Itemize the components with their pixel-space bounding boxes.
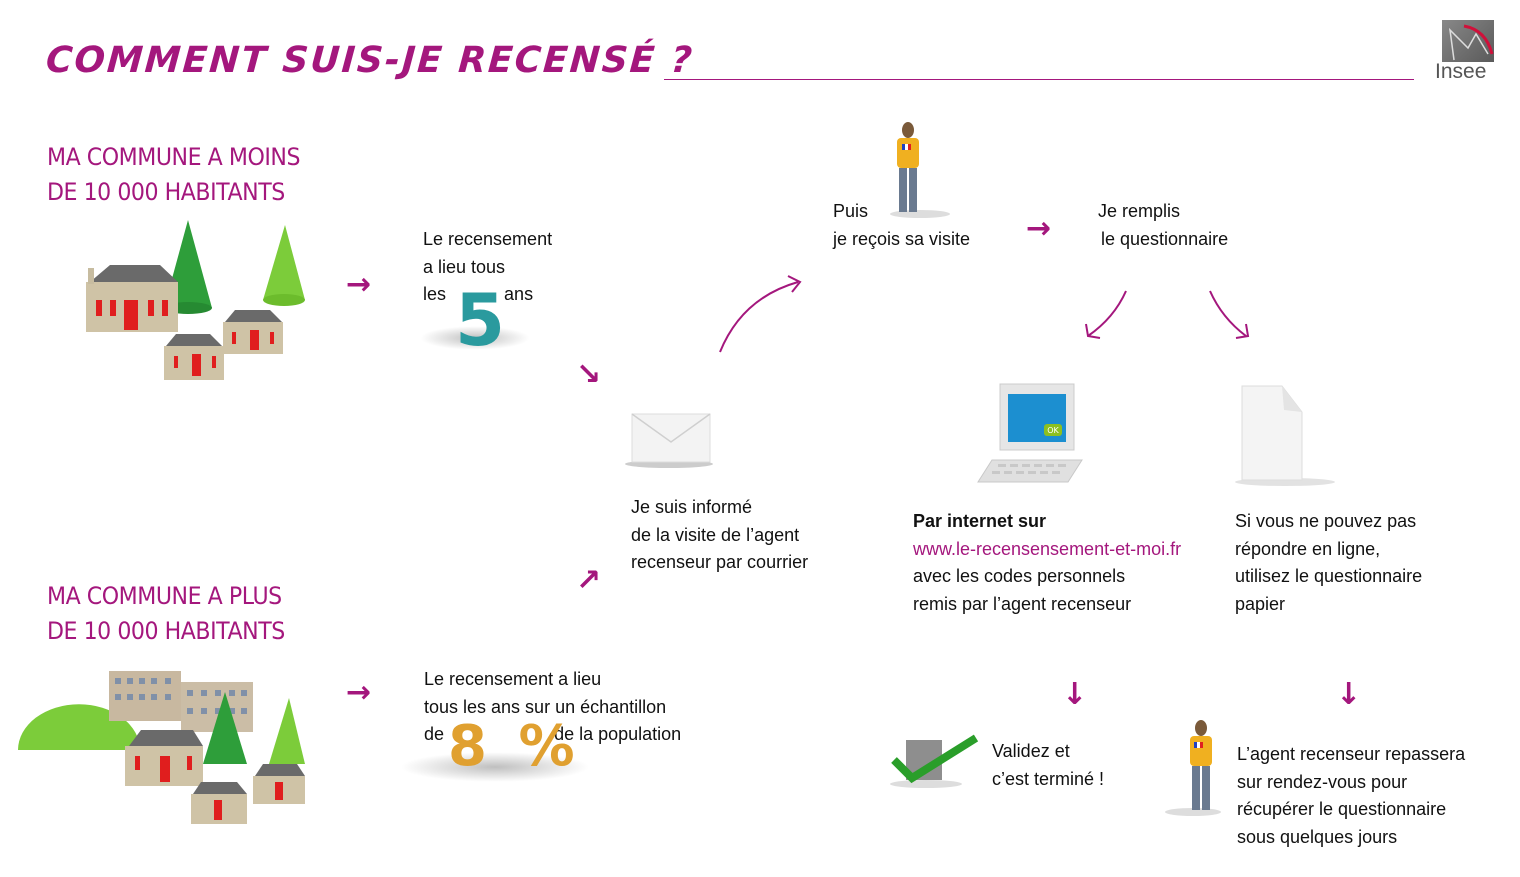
census-agent-return-icon [1165, 718, 1235, 818]
envelope-icon [622, 408, 716, 468]
checkmark-icon [886, 732, 982, 790]
visit-step-line2: je reçois sa visite [833, 228, 971, 249]
small-commune-heading-line2: DE 10 000 HABITANTS [47, 178, 285, 206]
paper-result-text: L’agent recenseur repassera sur rendez-v… [1237, 741, 1465, 851]
paper-option-line4: papier [1235, 593, 1286, 614]
internet-option-line4: remis par l’agent recenseur [913, 593, 1132, 614]
internet-result-line1: Validez et [992, 741, 1070, 761]
large-commune-heading: MA COMMUNE A PLUS DE 10 000 HABITANTS [47, 579, 285, 649]
small-commune-desc-line3: les ans [423, 281, 552, 309]
large-commune-heading-line2: DE 10 000 HABITANTS [47, 617, 285, 645]
arrow-right-small-commune: → [346, 267, 372, 302]
eight-percent-number: 8 % [448, 714, 581, 779]
letter-step-line1: Je suis informé [631, 497, 753, 517]
curved-arrow-to-internet [1080, 288, 1140, 343]
insee-logo-mark-icon [1442, 20, 1494, 62]
paper-option-line2: répondre en ligne, [1235, 538, 1381, 559]
arrow-down-internet: ↓ [1062, 677, 1088, 712]
small-commune-heading-line1: MA COMMUNE A MOINS [47, 143, 301, 171]
internet-option-line3: avec les codes personnels [913, 566, 1126, 586]
title-divider [664, 79, 1414, 80]
insee-logo: Insee [1432, 20, 1498, 84]
internet-option-text: Par internet sur www.le-recensensement-e… [913, 508, 1181, 618]
fill-step-line2: le questionnaire [1101, 228, 1229, 249]
small-commune-description: Le recensement a lieu tous les ans [423, 226, 552, 309]
five-years-number: 5 [455, 278, 506, 362]
insee-logo-text: Insee [1435, 60, 1487, 83]
internet-result-line2: c’est terminé ! [992, 768, 1105, 789]
percent-shadow [400, 752, 590, 782]
paper-option-text: Si vous ne pouvez pas répondre en ligne,… [1235, 508, 1422, 618]
letter-step-text: Je suis informé de la visite de l’agent … [631, 494, 808, 577]
paper-option-line3: utilisez le questionnaire [1235, 566, 1423, 586]
curved-arrow-to-visit [712, 270, 812, 360]
letter-step-line2: de la visite de l’agent [631, 524, 800, 545]
large-commune-desc-post: de la population [554, 724, 682, 744]
town-with-buildings-icon [15, 668, 310, 828]
large-commune-desc-pre: de [424, 724, 445, 744]
small-commune-desc-line2: a lieu tous [423, 256, 506, 277]
census-agent-icon [880, 120, 950, 220]
arrow-right-large-commune: → [346, 675, 372, 710]
letter-step-line3: recenseur par courrier [631, 552, 809, 572]
paper-result-line2: sur rendez-vous pour [1237, 771, 1408, 792]
number-shadow [420, 326, 530, 350]
paper-option-line1: Si vous ne pouvez pas [1235, 511, 1417, 531]
paper-result-line1: L’agent recenseur repassera [1237, 744, 1466, 764]
small-commune-heading: MA COMMUNE A MOINS DE 10 000 HABITANTS [47, 140, 301, 210]
large-commune-description: Le recensement a lieu tous les ans sur u… [424, 666, 681, 749]
paper-document-icon [1230, 382, 1340, 488]
paper-result-line4: sous quelques jours [1237, 826, 1398, 847]
census-website-link[interactable]: www.le-recensensement-et-moi.fr [913, 538, 1182, 559]
internet-result-text: Validez et c’est terminé ! [992, 738, 1104, 793]
small-commune-desc-post: ans [504, 284, 534, 304]
small-commune-desc-line1: Le recensement [423, 229, 553, 249]
computer-icon: OK [972, 380, 1092, 490]
fill-step-text: Je remplis le questionnaire [1098, 198, 1228, 253]
arrow-right-to-fill: → [1026, 211, 1052, 246]
small-commune-desc-pre: les [423, 284, 447, 304]
paper-result-line3: récupérer le questionnaire [1237, 799, 1447, 819]
internet-option-title: Par internet sur [913, 511, 1047, 531]
arrow-down-paper: ↓ [1336, 677, 1362, 712]
visit-step-line1: Puis [833, 201, 869, 221]
houses-and-trees-icon [80, 220, 310, 385]
curved-arrow-to-paper [1200, 288, 1260, 343]
svg-text:OK: OK [1047, 426, 1059, 435]
visit-step-text: Puis je reçois sa visite [833, 198, 970, 253]
large-commune-heading-line1: MA COMMUNE A PLUS [47, 582, 282, 610]
arrow-down-right: ↘ [576, 357, 602, 392]
large-commune-desc-line2: tous les ans sur un échantillon [424, 696, 667, 717]
large-commune-desc-line1: Le recensement a lieu [424, 669, 602, 689]
arrow-up-right: ↗ [576, 563, 602, 598]
large-commune-desc-line3: de de la population [424, 721, 681, 749]
fill-step-line1: Je remplis [1098, 201, 1181, 221]
page-title: COMMENT SUIS-JE RECENSÉ ? [44, 40, 696, 81]
